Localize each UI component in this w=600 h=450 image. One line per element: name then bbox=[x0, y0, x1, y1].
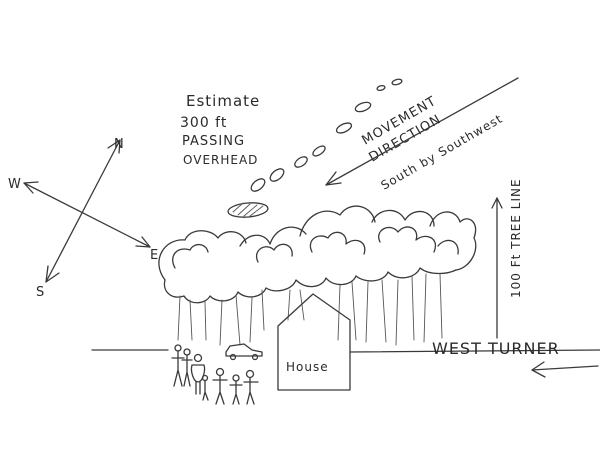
aerial-object-4 bbox=[335, 122, 353, 134]
house-label: House bbox=[286, 360, 329, 374]
compass-e-label: E bbox=[150, 248, 159, 263]
aerial-object-9 bbox=[227, 202, 269, 218]
aerial-objects bbox=[227, 78, 403, 218]
car-sketch bbox=[225, 343, 263, 361]
aerial-object-3 bbox=[354, 101, 372, 113]
road-label: WEST TURNER bbox=[432, 339, 560, 358]
aerial-object-7 bbox=[269, 168, 285, 182]
figure-7 bbox=[201, 374, 209, 401]
figure-3 bbox=[190, 353, 206, 395]
figure-2 bbox=[181, 348, 193, 387]
figure-4 bbox=[212, 367, 228, 405]
compass-north-south-line bbox=[45, 139, 121, 283]
estimate-line-1: Estimate bbox=[186, 92, 260, 110]
treeline-measure: 100 Ft TREE LINE bbox=[491, 178, 523, 339]
aerial-object-6 bbox=[294, 156, 308, 168]
compass: N W E S bbox=[8, 137, 159, 300]
road-line bbox=[91, 349, 600, 353]
movement-arrow bbox=[325, 77, 519, 186]
figure-1 bbox=[171, 344, 185, 387]
compass-w-label: W bbox=[8, 177, 22, 192]
tree-line bbox=[158, 205, 477, 346]
figure-6 bbox=[243, 369, 259, 405]
compass-n-label: N bbox=[114, 137, 125, 152]
estimate-line-4: OVERHEAD bbox=[183, 153, 258, 167]
aerial-object-8 bbox=[250, 178, 266, 192]
estimate-line-3: PASSING bbox=[182, 134, 245, 149]
treeline-label: 100 Ft TREE LINE bbox=[509, 178, 523, 298]
figure-5 bbox=[229, 374, 243, 405]
road-arrow bbox=[531, 361, 599, 378]
aerial-object-2 bbox=[376, 84, 386, 92]
house: House bbox=[277, 293, 351, 391]
movement-note: MOVEMENT DIRECTION South by Southwest bbox=[360, 94, 506, 193]
estimate-note: Estimate 300 ft PASSING OVERHEAD bbox=[180, 92, 260, 167]
compass-west-east-line bbox=[23, 182, 151, 248]
witness-figures bbox=[171, 344, 259, 405]
aerial-object-5 bbox=[312, 145, 326, 157]
aerial-object-1 bbox=[391, 78, 403, 86]
estimate-line-2: 300 ft bbox=[180, 115, 227, 131]
compass-s-label: S bbox=[36, 285, 45, 300]
